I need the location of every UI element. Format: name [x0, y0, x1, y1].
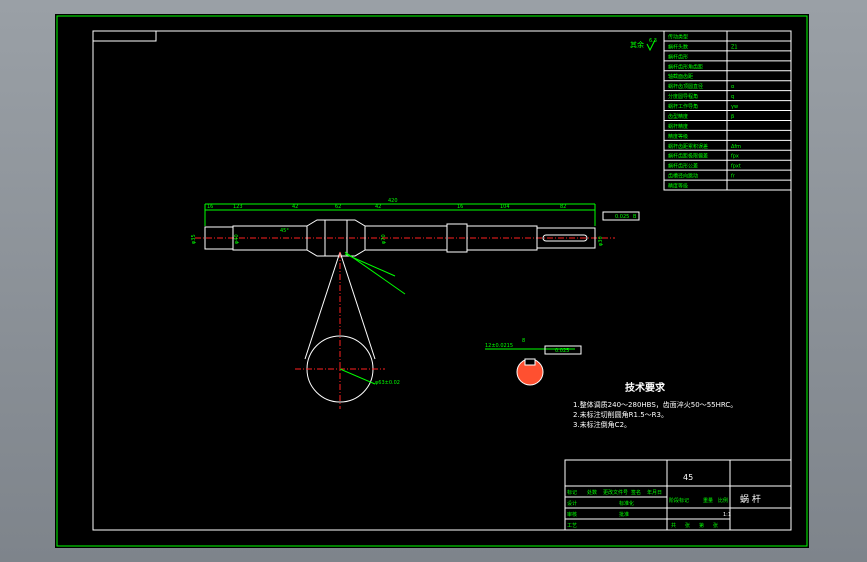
tech-req-item-2: 2.未标注切削圆角R1.5～R3。 [573, 410, 668, 419]
dim-seg4: 62 [335, 204, 341, 210]
param-label-7: 蜗杆工作导角 [668, 103, 698, 110]
param-label-8: 齿型精度 [668, 113, 688, 120]
bottom-label-0: 共 [671, 522, 676, 529]
left-label-1: 审核 [567, 511, 577, 518]
gtol-frame-2 [544, 345, 582, 355]
param-label-13: 蜗杆齿形公差 [668, 163, 698, 170]
inner-border [92, 30, 792, 531]
param-value-1: Z1 [731, 44, 738, 50]
param-label-6: 分度圆导程角 [668, 93, 698, 100]
detail-view: φ63±0.02 [295, 251, 406, 409]
param-label-12: 蜗杆齿距极限偏差 [668, 153, 708, 160]
param-value-12: fpx [731, 154, 739, 160]
header-label-3: 签名 [631, 489, 641, 496]
gtol-datum-1: B [633, 214, 637, 220]
gtol-frame-1 [602, 211, 640, 221]
param-label-2: 蜗杆齿形 [668, 53, 688, 60]
dim-key-width: 8 [522, 338, 525, 344]
dim-key-depth: 12±0.0215 [485, 343, 513, 349]
param-value-5: α [731, 84, 735, 90]
dim-worm-dia: φ70 [381, 234, 387, 244]
middle-label-0: 标准化 [619, 500, 634, 507]
dim-seg3: 42 [292, 204, 298, 210]
dim-overall-length: 420 [388, 198, 398, 204]
param-label-10: 精度等级 [668, 133, 688, 140]
scale-value: 1:1 [723, 512, 731, 518]
middle-label-1: 批准 [619, 511, 629, 518]
stage-label-1: 重量 [703, 497, 713, 504]
bottom-label-1: 张 [685, 522, 690, 529]
dim-seg2: 123 [233, 204, 243, 210]
left-label-2: 工艺 [567, 523, 577, 529]
part-name: 蜗 杆 [740, 493, 761, 505]
material-label: 45 [683, 473, 693, 482]
dim-seg7: 104 [500, 204, 510, 210]
dim-seg6: 16 [457, 204, 463, 210]
dim-mid-dia: φ40 [234, 234, 240, 244]
roughness-symbol-icon [646, 39, 656, 52]
param-value-8: β [731, 114, 734, 120]
param-label-5: 蜗杆齿顶圆直径 [668, 83, 703, 90]
stage-label-2: 比例 [718, 497, 728, 504]
header-label-1: 处数 [587, 489, 597, 496]
shaft-seg-right [536, 227, 596, 249]
dim-left-dia: φ35 [191, 234, 197, 244]
title-block: 45 蜗 杆 1:1 标记 处数 更改文件号 签名 年月日 设计 审核 工艺 标… [564, 459, 792, 531]
gtol-value-2: 0.025 [555, 348, 569, 354]
header-label-2: 更改文件号 [603, 489, 628, 496]
param-label-11: 蜗杆齿距累积误差 [668, 143, 708, 150]
param-label-4: 轴截面齿距 [668, 73, 693, 80]
param-label-15: 精度等级 [668, 183, 688, 190]
param-value-6: q [731, 94, 734, 100]
param-value-14: fr [731, 174, 736, 180]
param-value-11: Δfm [731, 144, 741, 150]
stage-label-0: 阶段标记 [669, 497, 689, 504]
dim-seg8: 82 [560, 204, 566, 210]
header-label-0: 标记 [567, 489, 577, 496]
gtol-value-1: 0.025 [615, 214, 629, 220]
keyway-slot [542, 234, 588, 242]
roughness-note: 其余 [630, 40, 644, 49]
corner-box [92, 30, 157, 42]
keyway-section: 12±0.0215 8 0.025 [485, 338, 582, 386]
param-label-0: 传动类型 [668, 33, 688, 40]
left-label-0: 设计 [567, 500, 577, 507]
bottom-label-2: 第 [699, 522, 704, 529]
tech-req-item-1: 1.整体调质240～280HBS，齿面淬火50～55HRC。 [573, 400, 737, 409]
param-label-3: 蜗杆齿形角齿距 [668, 63, 703, 70]
roughness-value: 6.3 [649, 38, 657, 44]
header-label-4: 年月日 [647, 489, 662, 496]
dim-seg1: 16 [207, 204, 213, 210]
drawing-sheet[interactable]: 其余 6.3 传动类型蜗杆头数 Z1 蜗杆齿形蜗杆齿形角齿距轴截面齿距蜗杆齿顶圆直径… [55, 14, 809, 548]
outer-border [56, 15, 808, 547]
dim-circle-dia: φ63±0.02 [375, 380, 400, 386]
tech-req-item-3: 3.未标注倒角C2。 [573, 420, 631, 429]
param-label-14: 齿槽径向跳动 [668, 173, 698, 180]
tech-req-title: 技术要求 [625, 381, 666, 394]
param-value-13: fpxt [731, 164, 741, 170]
param-value-7: γw [731, 104, 738, 110]
dim-seg5: 42 [375, 204, 381, 210]
shaft-view: 420 16 123 42 62 42 16 104 82 45° φ35 φ4… [191, 198, 640, 257]
dim-right-dia: φ30 [598, 236, 604, 246]
param-label-9: 蜗杆精度 [668, 123, 688, 130]
bottom-label-3: 张 [713, 522, 718, 529]
param-label-1: 蜗杆头数 [668, 43, 688, 50]
dim-chamfer-angle: 45° [280, 228, 289, 234]
